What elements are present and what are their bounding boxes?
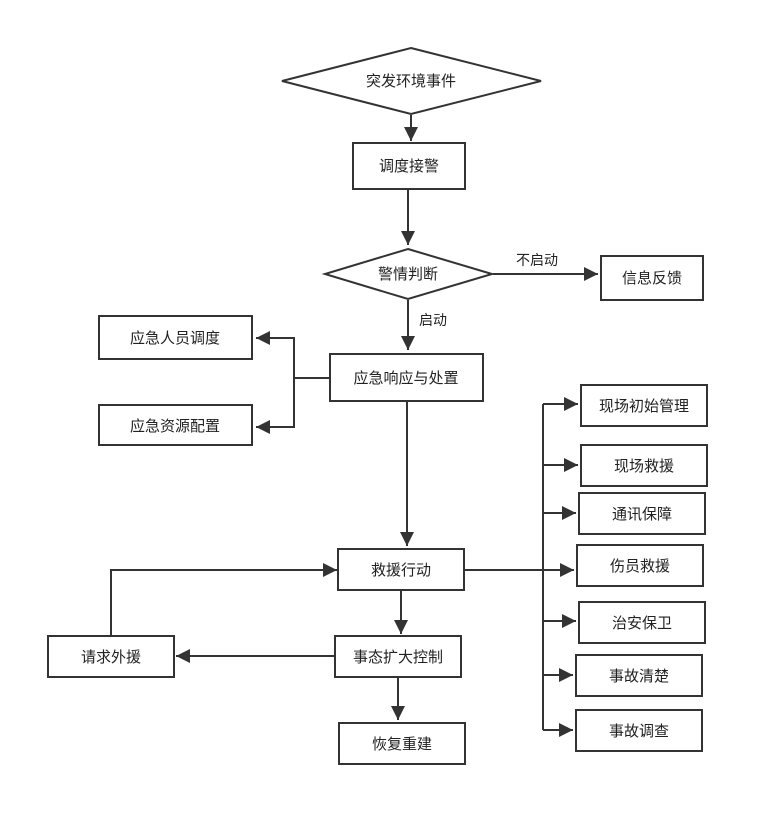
- node-event-label: 突发环境事件: [366, 72, 456, 90]
- node-clear-label: 事故清楚: [609, 667, 669, 685]
- node-site: 现场初始管理: [580, 384, 708, 427]
- node-site-label: 现场初始管理: [599, 397, 689, 415]
- node-request: 请求外援: [47, 635, 175, 678]
- node-injured-label: 伤员救援: [610, 557, 670, 575]
- node-recover: 恢复重建: [338, 722, 466, 765]
- node-request-label: 请求外援: [81, 648, 141, 666]
- node-info-label: 信息反馈: [622, 269, 682, 287]
- node-comm-label: 通讯保障: [612, 505, 672, 523]
- node-judge: 警情判断: [321, 247, 496, 301]
- node-rescue: 救援行动: [337, 548, 465, 591]
- edge-respond-resource: [256, 378, 295, 434]
- node-staff: 应急人员调度: [98, 315, 253, 360]
- node-respond: 应急响应与处置: [329, 353, 484, 402]
- node-info: 信息反馈: [600, 255, 704, 301]
- edge-request-rescue: [110, 563, 337, 635]
- node-resource-label: 应急资源配置: [130, 417, 220, 435]
- node-site-rescue: 现场救援: [580, 444, 708, 487]
- node-investigate-label: 事故调查: [609, 722, 669, 740]
- node-clear: 事故清楚: [575, 654, 703, 697]
- node-judge-label: 警情判断: [378, 265, 438, 283]
- connectors: 不启动 启动: [110, 115, 598, 737]
- node-comm: 通讯保障: [578, 492, 706, 535]
- node-site-rescue-label: 现场救援: [614, 457, 674, 475]
- node-resource: 应急资源配置: [98, 404, 253, 446]
- node-security: 治安保卫: [578, 601, 706, 644]
- node-recover-label: 恢复重建: [372, 735, 432, 753]
- edge-label-no-start: 不启动: [516, 253, 558, 269]
- node-dispatch-label: 调度接警: [379, 157, 439, 175]
- edge-label-start: 启动: [419, 313, 447, 329]
- node-control: 事态扩大控制: [334, 635, 462, 678]
- node-security-label: 治安保卫: [612, 614, 672, 632]
- edge-respond-staff: [256, 331, 330, 379]
- node-investigate: 事故调查: [575, 709, 703, 752]
- node-event: 突发环境事件: [281, 46, 542, 116]
- node-respond-label: 应急响应与处置: [353, 369, 458, 387]
- node-rescue-label: 救援行动: [371, 561, 431, 579]
- node-control-label: 事态扩大控制: [353, 648, 443, 666]
- node-injured: 伤员救援: [576, 544, 704, 587]
- node-staff-label: 应急人员调度: [130, 329, 220, 347]
- node-dispatch: 调度接警: [352, 142, 466, 190]
